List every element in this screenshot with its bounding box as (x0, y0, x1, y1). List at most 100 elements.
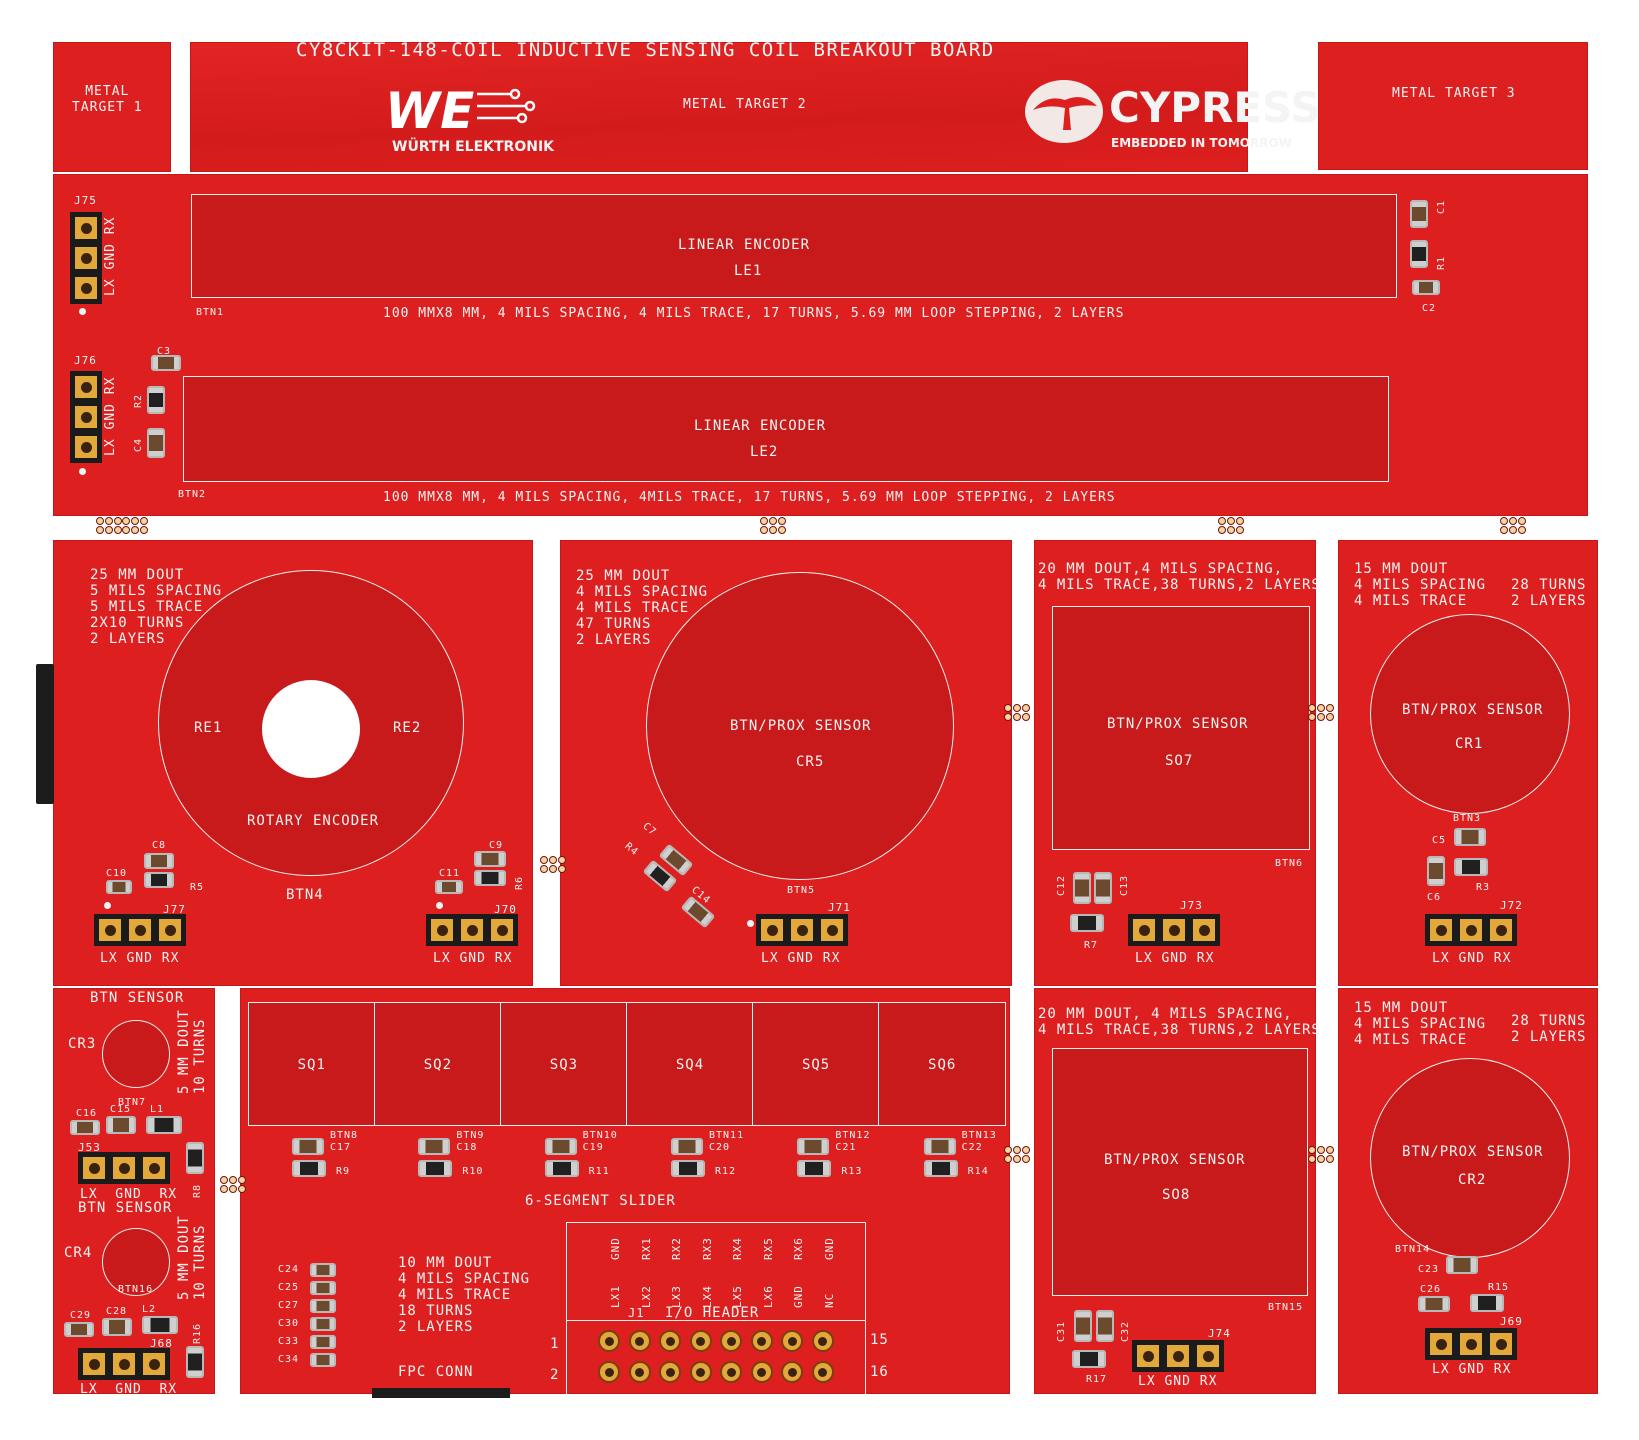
io-header-pin[interactable] (720, 1361, 742, 1383)
r8-resistor (186, 1142, 204, 1174)
cr2-spec: 15 MM DOUT 4 MILS SPACING 4 MILS TRACE (1354, 1000, 1487, 1048)
j73-label: J73 (1180, 899, 1203, 912)
j72-connector[interactable] (1425, 914, 1517, 946)
j72-pin-labels: LX GND RX (1432, 951, 1512, 966)
io-header-pin[interactable] (628, 1361, 651, 1383)
j73-pin-gnd[interactable] (1161, 917, 1187, 943)
cr1-title: BTN/PROX SENSOR (1402, 702, 1544, 718)
j74-pin-gnd[interactable] (1165, 1343, 1191, 1369)
j53-connector[interactable] (78, 1152, 170, 1184)
breakaway-via (1518, 517, 1526, 525)
io-header-outline (566, 1222, 866, 1396)
j77-pin-lx[interactable] (97, 917, 123, 943)
j53-pin-rx[interactable] (141, 1155, 167, 1181)
breakaway-via (1317, 1155, 1325, 1163)
slider-capacitor (544, 1138, 577, 1155)
j73-pin-lx[interactable] (1131, 917, 1157, 943)
io-signal-label: RX6 (792, 1237, 805, 1260)
slider-resistor-label: R13 (841, 1166, 863, 1177)
c2-label: C2 (1422, 303, 1437, 314)
j70-pin-lx[interactable] (429, 917, 455, 943)
j76-pin-label: LX GND RX (103, 376, 118, 456)
io-header-pin[interactable] (598, 1361, 620, 1383)
io-pin-2-label: 2 (550, 1367, 560, 1383)
pin1-marker (79, 308, 86, 315)
io-header-pin[interactable] (750, 1330, 773, 1352)
j76-pin-2[interactable] (73, 404, 99, 430)
cr5-ref: CR5 (796, 754, 825, 770)
j73-pin-rx[interactable] (1191, 917, 1217, 943)
j72-pin-rx[interactable] (1488, 917, 1514, 943)
j77-connector[interactable] (94, 914, 186, 946)
so8-ref: SO8 (1162, 1187, 1191, 1203)
j76-connector[interactable] (70, 371, 102, 463)
j76-pin-3[interactable] (73, 434, 99, 460)
slider-segment-label: SQ3 (549, 1057, 579, 1073)
io-header-pin[interactable] (750, 1361, 773, 1383)
io-header-pin[interactable] (628, 1330, 651, 1352)
le2-coil (183, 376, 1389, 482)
cr3-coil (102, 1020, 170, 1088)
io-header-pin[interactable] (720, 1330, 742, 1352)
breakaway-via (558, 856, 566, 864)
j74-pin-rx[interactable] (1195, 1343, 1221, 1369)
j72-pin-lx[interactable] (1428, 917, 1454, 943)
j69-connector[interactable] (1425, 1328, 1517, 1360)
j74-connector[interactable] (1132, 1340, 1224, 1372)
cypress-tagline: EMBEDDED IN TOMORROW (1111, 136, 1292, 150)
j75-pin-1[interactable] (73, 215, 99, 241)
c31-label: C31 (1056, 1320, 1067, 1342)
breakaway-via (1004, 704, 1012, 712)
j70-connector[interactable] (426, 914, 518, 946)
io-header-pin[interactable] (811, 1330, 834, 1352)
c4-label: C4 (133, 437, 144, 452)
breakaway-via (1317, 704, 1325, 712)
j68-pin-gnd[interactable] (111, 1351, 137, 1377)
le1-btn-label: BTN1 (196, 307, 225, 318)
j70-pin-gnd[interactable] (459, 917, 485, 943)
fpc-capacitor (310, 1263, 336, 1277)
wurth-elektronik-logo: WE (385, 80, 545, 159)
c23-label: C23 (1418, 1264, 1440, 1275)
c4-capacitor (147, 428, 165, 458)
j53-pin-gnd[interactable] (111, 1155, 137, 1181)
io-header-pin[interactable] (689, 1361, 712, 1383)
j71-pin-rx[interactable] (819, 917, 845, 943)
j73-connector[interactable] (1128, 914, 1220, 946)
io-header-pin[interactable] (659, 1361, 681, 1383)
breakaway-via (122, 517, 130, 525)
j71-pin-gnd[interactable] (789, 917, 815, 943)
breakaway-via (1227, 526, 1235, 534)
io-pin-16-label: 16 (870, 1364, 889, 1380)
io-header-pin[interactable] (689, 1330, 712, 1352)
j69-pin-rx[interactable] (1488, 1331, 1514, 1357)
j69-pin-labels: LX GND RX (1432, 1362, 1512, 1377)
j77-pin-gnd[interactable] (127, 917, 153, 943)
j75-pin-2[interactable] (73, 245, 99, 271)
j68-pin-lx[interactable] (81, 1351, 107, 1377)
fpc-connector[interactable] (372, 1388, 510, 1398)
j75-pin-3[interactable] (73, 275, 99, 301)
j69-pin-lx[interactable] (1428, 1331, 1454, 1357)
j72-pin-gnd[interactable] (1458, 917, 1484, 943)
j53-pin-lx[interactable] (81, 1155, 107, 1181)
breakaway-via (1022, 713, 1030, 721)
io-header-pin[interactable] (781, 1361, 803, 1383)
j71-pin-lx[interactable] (759, 917, 785, 943)
j71-connector[interactable] (756, 914, 848, 946)
io-header-pin[interactable] (781, 1330, 803, 1352)
io-header-pin[interactable] (598, 1330, 620, 1352)
c28-label: C28 (106, 1306, 128, 1317)
j77-pin-rx[interactable] (157, 917, 183, 943)
j72-label: J72 (1500, 899, 1523, 912)
breakaway-via (549, 865, 557, 873)
io-header-pin[interactable] (659, 1330, 681, 1352)
j68-connector[interactable] (78, 1348, 170, 1380)
j68-pin-rx[interactable] (141, 1351, 167, 1377)
j76-pin-1[interactable] (73, 374, 99, 400)
io-header-pin[interactable] (811, 1361, 834, 1383)
j74-pin-lx[interactable] (1135, 1343, 1161, 1369)
j69-pin-gnd[interactable] (1458, 1331, 1484, 1357)
j75-connector[interactable] (70, 212, 102, 304)
j70-pin-rx[interactable] (489, 917, 515, 943)
